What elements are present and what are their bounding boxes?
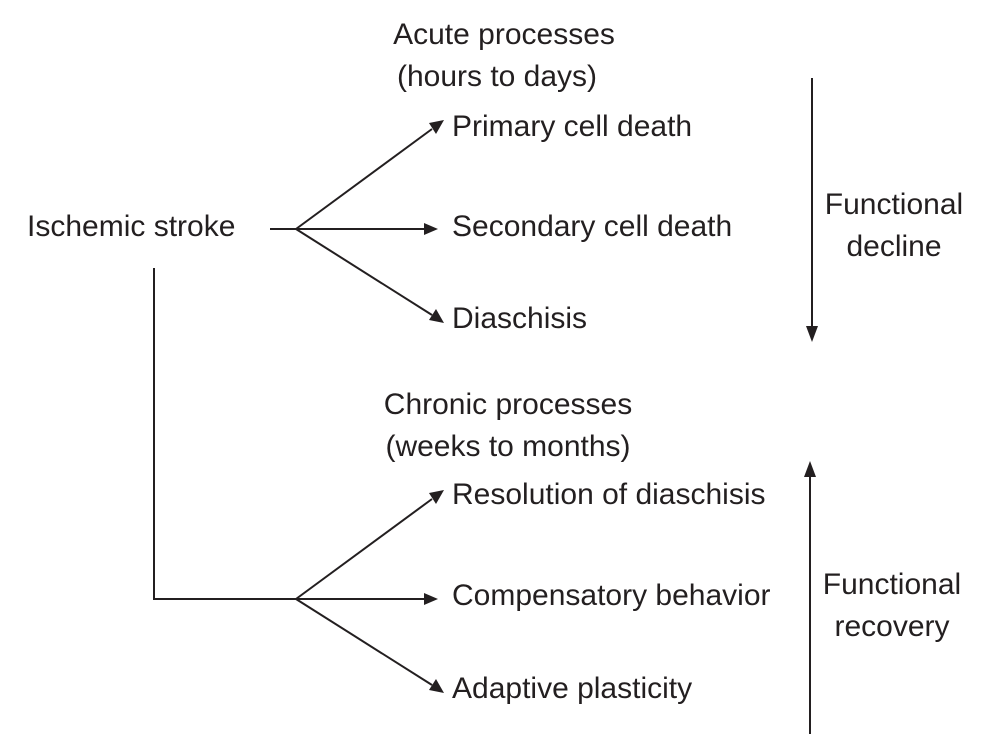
functional-recovery-line1: Functional	[823, 568, 961, 601]
arrowhead-resolution-of-diaschisis	[429, 490, 444, 504]
functional-decline-line1: Functional	[825, 188, 963, 221]
arrowhead-diaschisis	[429, 309, 444, 323]
arrowhead-adaptive-plasticity	[429, 679, 444, 693]
acute-outcome-secondary-cell-death: Secondary cell death	[452, 210, 732, 243]
arrowhead-compensatory-behavior	[424, 593, 438, 605]
arrow-to-diaschisis	[295, 228, 433, 316]
chronic-outcome-adaptive-plasticity: Adaptive plasticity	[452, 672, 692, 705]
chronic-outcome-resolution-of-diaschisis: Resolution of diaschisis	[452, 478, 766, 511]
acute-header-line1: Acute processes	[393, 18, 615, 51]
arrow-to-adaptive-plasticity	[295, 598, 433, 686]
chronic-outcome-compensatory-behavior: Compensatory behavior	[452, 579, 771, 612]
arrowhead-secondary-cell-death	[424, 223, 438, 235]
chronic-header-line2: (weeks to months)	[385, 430, 630, 463]
functional-decline-line2: decline	[846, 230, 941, 263]
functional-recovery-line2: recovery	[834, 610, 949, 643]
functional-decline-arrowhead	[806, 326, 818, 342]
root-to-chronic-connector	[153, 268, 296, 600]
functional-recovery-arrowhead	[804, 461, 816, 477]
acute-outcome-primary-cell-death: Primary cell death	[452, 110, 692, 143]
root-label: Ischemic stroke	[27, 210, 235, 243]
acute-outcome-diaschisis: Diaschisis	[452, 302, 587, 335]
chronic-header-line1: Chronic processes	[384, 388, 632, 421]
arrow-to-primary-cell-death	[295, 128, 433, 230]
arrowhead-primary-cell-death	[429, 120, 444, 134]
acute-header-line2: (hours to days)	[397, 60, 597, 93]
arrow-to-resolution-of-diaschisis	[295, 498, 433, 600]
